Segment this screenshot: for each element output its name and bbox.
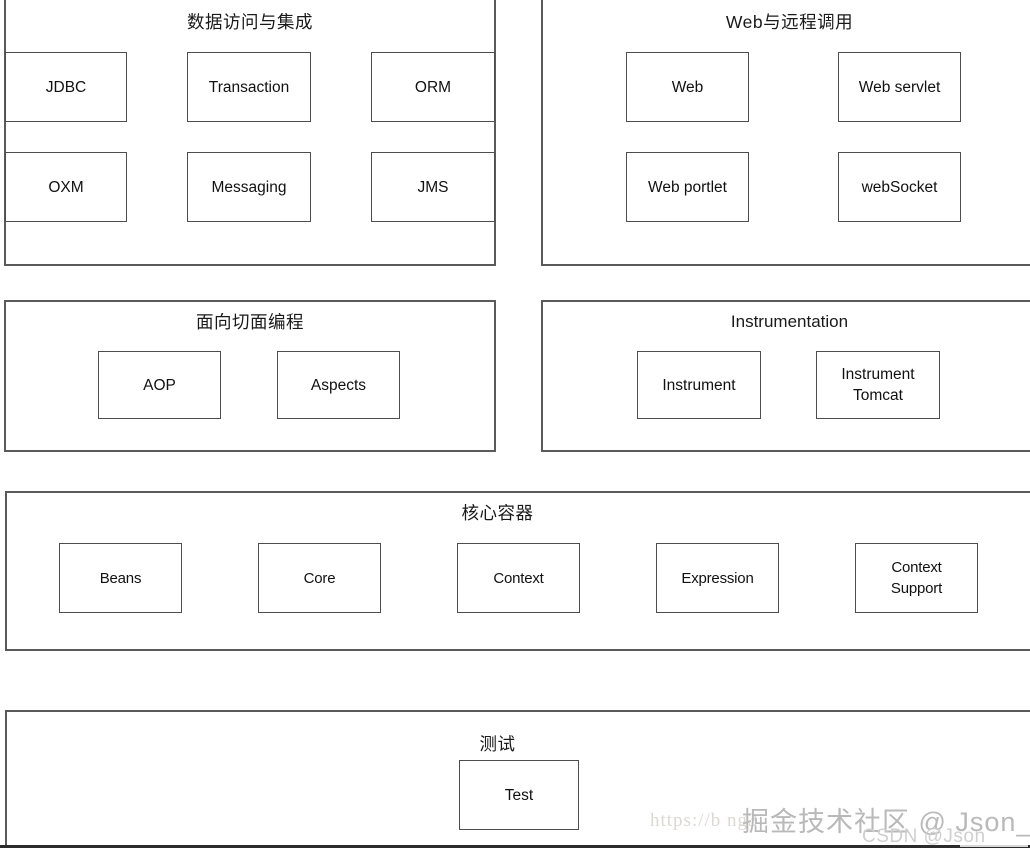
group-instrumentation: Instrumentation [541,300,1030,452]
group-title-data-access: 数据访问与集成 [187,12,313,32]
module-web-servlet[interactable]: Web servlet [838,52,961,122]
module-instrument[interactable]: Instrument [637,351,761,419]
module-oxm[interactable]: OXM [5,152,127,222]
module-web[interactable]: Web [626,52,749,122]
bottom-divider [0,845,1030,848]
module-core[interactable]: Core [258,543,381,613]
group-title-web-remoting: Web与远程调用 [725,12,854,32]
module-orm[interactable]: ORM [371,52,495,122]
module-aspects[interactable]: Aspects [277,351,400,419]
group-web-remoting: Web与远程调用 [541,0,1030,266]
module-messaging[interactable]: Messaging [187,152,311,222]
group-data-access: 数据访问与集成 [4,0,496,266]
module-web-portlet[interactable]: Web portlet [626,152,749,222]
group-aop: 面向切面编程 [4,300,496,452]
module-context-support[interactable]: Context Support [855,543,978,613]
group-title-core-container: 核心容器 [461,503,534,523]
module-context[interactable]: Context [457,543,580,613]
module-transaction[interactable]: Transaction [187,52,311,122]
module-websocket[interactable]: webSocket [838,152,961,222]
module-jms[interactable]: JMS [371,152,495,222]
group-title-test: 测试 [479,734,516,754]
module-instrument-tomcat[interactable]: Instrument Tomcat [816,351,940,419]
module-beans[interactable]: Beans [59,543,182,613]
module-test[interactable]: Test [459,760,579,830]
module-expression[interactable]: Expression [656,543,779,613]
module-aop[interactable]: AOP [98,351,221,419]
group-title-instrumentation: Instrumentation [730,312,849,331]
page-bottom-strip [0,848,1030,859]
group-title-aop: 面向切面编程 [196,312,304,332]
module-jdbc[interactable]: JDBC [5,52,127,122]
